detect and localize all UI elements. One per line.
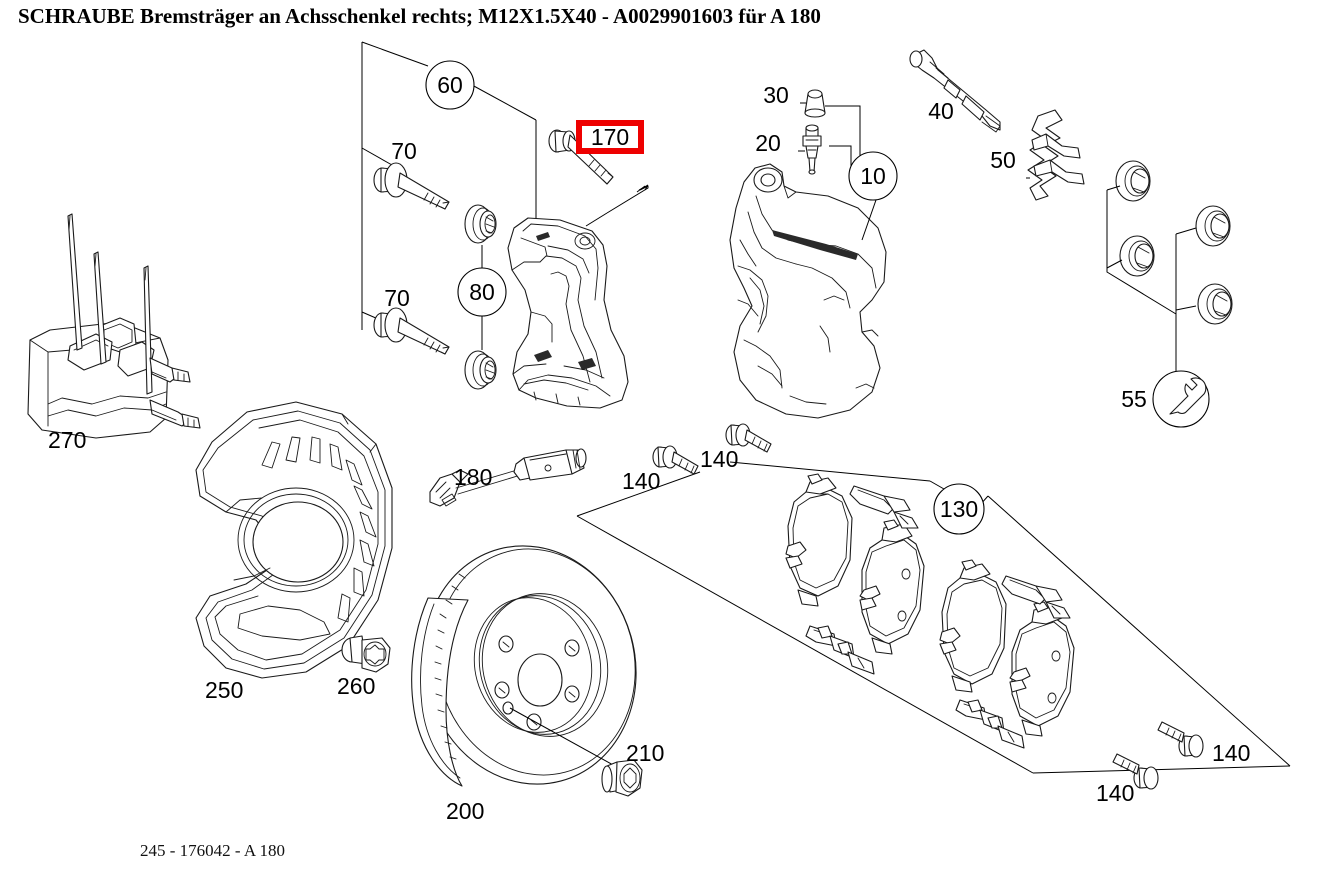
part-80-bushing-lower (464, 350, 497, 390)
callout-55[interactable]: 55 (1121, 370, 1210, 428)
part-250-dust-shield (195, 401, 393, 679)
part-130-clip-a (849, 485, 919, 529)
part-270-stud-carrier (27, 213, 201, 439)
part-200-brake-disc (411, 545, 637, 787)
callout-180-label: 180 (454, 464, 492, 490)
part-50-spring-clip (1027, 109, 1085, 201)
bushing-1 (1115, 160, 1151, 202)
callout-80-label: 80 (469, 279, 495, 305)
part-140-bolt-2 (725, 423, 772, 453)
part-130-pad-2 (859, 519, 925, 655)
callout-270-label: 270 (48, 427, 86, 453)
part-10-caliper-housing (729, 163, 887, 419)
part-40-guide-pin (909, 49, 1001, 133)
callout-200-label: 200 (446, 798, 484, 824)
page-footer: 245 - 176042 - A 180 (140, 841, 285, 860)
part-130-pad-4 (1009, 601, 1075, 737)
part-180-wear-sensor (429, 448, 587, 507)
bushing-3 (1119, 235, 1155, 277)
bushing-4 (1197, 283, 1233, 325)
callout-130-label: 130 (940, 496, 978, 522)
callout-60[interactable]: 60 (425, 60, 475, 110)
group-box-130 (576, 461, 1291, 774)
callout-140-b-label: 140 (700, 446, 738, 472)
part-130-clip-b (1001, 575, 1071, 619)
part-140-bolt-1 (652, 445, 699, 475)
callout-30-label: 30 (763, 82, 789, 108)
highlighted-callout-170[interactable]: 170 (576, 120, 644, 154)
callout-140-c-label: 140 (1096, 780, 1134, 806)
callout-130[interactable]: 130 (933, 483, 985, 535)
part-130-pad-3 (939, 559, 1007, 693)
leader-170 (585, 184, 649, 227)
callout-260-label: 260 (337, 673, 375, 699)
callout-70-lower-label: 70 (384, 285, 410, 311)
part-80-bushing-upper (464, 204, 497, 244)
callout-250-label: 250 (205, 677, 243, 703)
part-130-clip-d (955, 699, 1025, 749)
part-60-carrier-bracket (507, 217, 629, 409)
wrench-icon (1169, 377, 1207, 415)
callout-40-label: 40 (928, 98, 954, 124)
callout-80[interactable]: 80 (457, 267, 507, 317)
highlight-box (576, 120, 644, 154)
part-20-bleeder-valve (802, 124, 822, 175)
callout-50-label: 50 (990, 147, 1016, 173)
callout-10-label: 10 (860, 163, 886, 189)
part-140-bolt-4 (1157, 721, 1204, 758)
part-70-bolt-upper (373, 162, 450, 210)
part-30-bleeder-cap (804, 89, 826, 118)
highlight-label: 170 (590, 123, 630, 150)
callout-140-d-label: 140 (1212, 740, 1250, 766)
callout-140-a-label: 140 (622, 468, 660, 494)
part-210-disc-screw (601, 759, 643, 797)
callout-70-upper-label: 70 (391, 138, 417, 164)
callout-20-label: 20 (755, 130, 781, 156)
part-130-clip-c (805, 625, 875, 675)
callout-10[interactable]: 10 (848, 151, 898, 201)
bushing-2 (1195, 205, 1231, 247)
group-box-60 (361, 41, 649, 330)
part-130-pad-1 (785, 473, 853, 607)
page-title: SCHRAUBE Bremsträger an Achsschenkel rec… (18, 4, 821, 28)
part-260-screw (341, 635, 391, 673)
part-170-screw (548, 129, 614, 185)
group-55-bushings (1106, 160, 1233, 372)
part-140-bolt-3 (1112, 753, 1159, 790)
callout-210-label: 210 (626, 740, 664, 766)
part-70-bolt-lower (373, 307, 450, 355)
callout-55-label: 55 (1121, 386, 1147, 412)
callout-60-label: 60 (437, 72, 463, 98)
